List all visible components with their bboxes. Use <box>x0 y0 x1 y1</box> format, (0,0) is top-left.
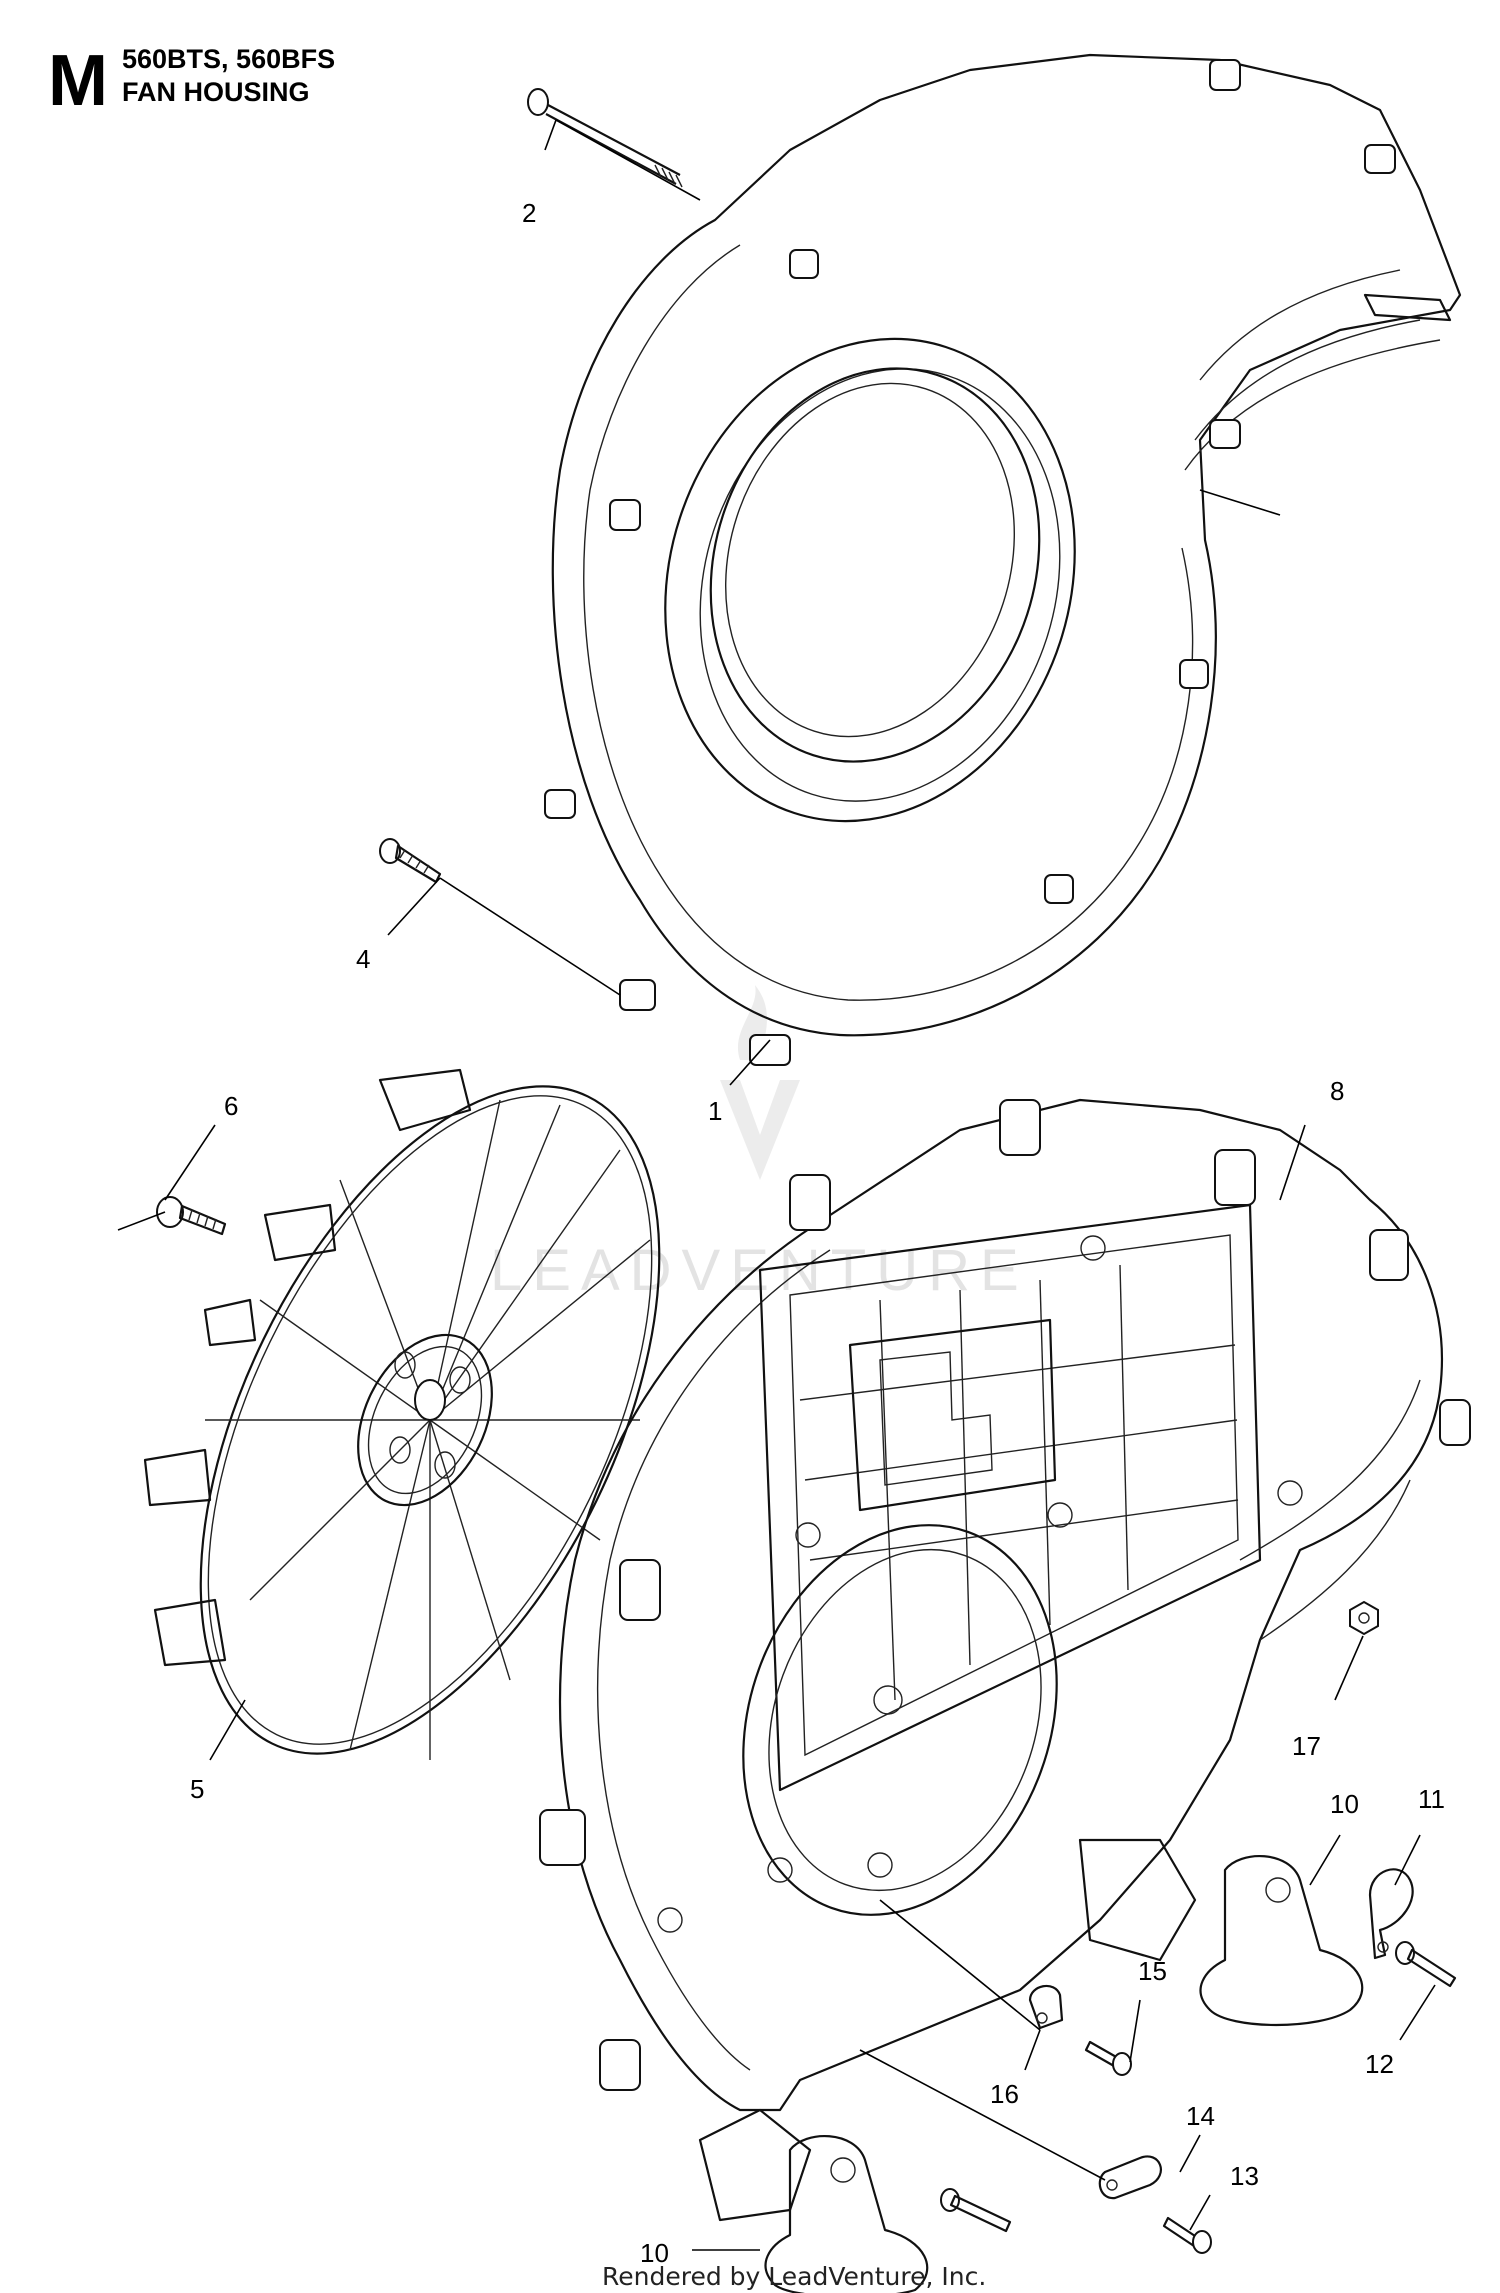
screw-4 <box>379 838 442 884</box>
footer-credit: Rendered by LeadVenture, Inc. <box>602 2262 986 2291</box>
callout-2: 2 <box>522 198 536 228</box>
callout-5: 5 <box>190 1774 204 1804</box>
screw-lower <box>940 2188 1012 2233</box>
screw-12 <box>1395 1941 1457 1988</box>
callout-13: 13 <box>1230 2161 1259 2191</box>
clip-16 <box>1028 1984 1064 2030</box>
fan-housing-cover <box>544 53 1462 1066</box>
callout-11: 11 <box>1418 1784 1445 1814</box>
assembly-title: FAN HOUSING <box>122 77 310 107</box>
leader-lines <box>117 119 1436 2251</box>
callout-17: 17 <box>1292 1731 1321 1761</box>
long-bolt <box>527 88 683 188</box>
section-letter: M <box>48 41 108 121</box>
clamp-11 <box>1368 1868 1414 1960</box>
rubber-foot-left <box>764 2134 929 2293</box>
callout-15: 15 <box>1138 1956 1167 1986</box>
screw-13 <box>1162 2216 1212 2254</box>
callout-labels: 2 4 1 6 8 5 17 10 11 15 16 12 14 13 10 <box>190 198 1445 2268</box>
callout-16: 16 <box>990 2079 1019 2109</box>
watermark-logo: LEADVENTURE <box>490 985 1019 1303</box>
callout-14: 14 <box>1186 2101 1215 2131</box>
fan-housing-base <box>539 1098 1471 2222</box>
nut-17 <box>1349 1600 1379 1636</box>
callout-1: 1 <box>708 1096 722 1126</box>
callout-8: 8 <box>1330 1076 1344 1106</box>
model-numbers: 560BTS, 560BFS <box>122 44 335 74</box>
callout-12: 12 <box>1365 2049 1394 2079</box>
fan-impeller <box>143 1068 661 1760</box>
callout-4: 4 <box>356 944 370 974</box>
callout-10-left: 10 <box>640 2238 669 2268</box>
callout-6: 6 <box>224 1091 238 1121</box>
clamp-14 <box>1098 2155 1162 2200</box>
screw-6 <box>156 1196 227 1236</box>
callout-10-right: 10 <box>1330 1789 1359 1819</box>
screw-15 <box>1084 2040 1132 2076</box>
rubber-foot-right <box>1199 1854 1364 2027</box>
